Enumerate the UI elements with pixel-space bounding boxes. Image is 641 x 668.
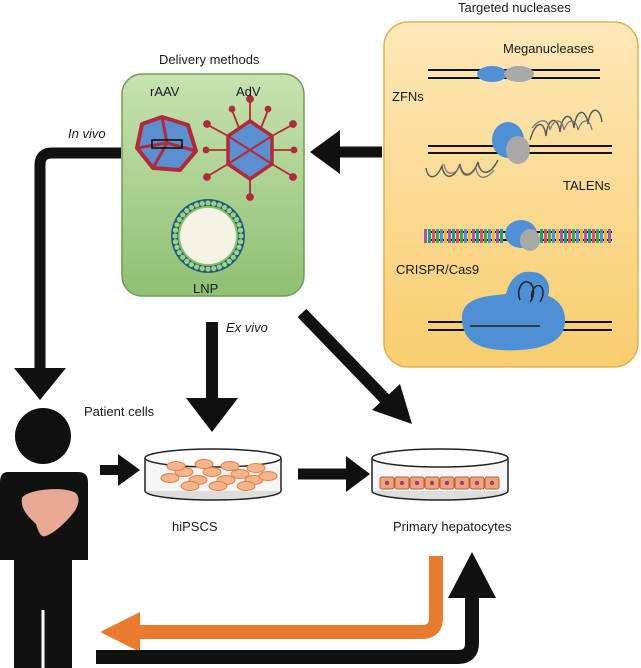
primary-hepatocytes-dish <box>371 448 509 501</box>
crispr-label: CRISPR/Cas9 <box>396 262 480 277</box>
arrow-ex-vivo-down <box>186 322 238 432</box>
lnp-label: LNP <box>193 281 219 296</box>
hipscs-label: hiPSCS <box>172 519 218 534</box>
in-vivo-label: In vivo <box>68 126 106 141</box>
cas9-icon <box>428 271 612 351</box>
lnp-icon <box>171 199 245 273</box>
zfns-label: ZFNs <box>392 89 424 104</box>
delivery-methods-title: Delivery methods <box>159 52 260 67</box>
black-return-arrow <box>96 552 496 664</box>
meganuclease-icon <box>428 66 600 82</box>
hipsc-dish <box>144 448 282 501</box>
arrow-hipsc-to-hepatocytes <box>298 456 370 492</box>
meganucleases-label: Meganucleases <box>503 41 595 56</box>
orange-return-arrow <box>100 556 443 652</box>
primary-hepatocytes-label: Primary hepatocytes <box>393 519 512 534</box>
adv-label: AdV <box>236 84 261 99</box>
patient-cells-label: Patient cells <box>84 404 155 419</box>
talens-label: TALENs <box>563 178 611 193</box>
adv-capsid-icon <box>202 95 298 201</box>
liver-icon <box>21 489 79 537</box>
arrow-delivery-to-hepatocytes <box>297 308 412 424</box>
talen-icon <box>425 109 612 178</box>
targeted-nucleases-panel <box>383 21 639 368</box>
raav-capsid-icon <box>135 115 198 172</box>
arrow-in-vivo <box>14 147 121 400</box>
arrow-nucleases-to-delivery <box>310 130 382 174</box>
patient-figure <box>0 408 88 668</box>
raav-label: rAAV <box>150 84 180 99</box>
ex-vivo-label: Ex vivo <box>226 320 268 335</box>
crispr-guide-icon <box>424 220 612 251</box>
targeted-nucleases-title: Targeted nucleases <box>458 0 571 15</box>
arrow-patient-to-dish <box>100 454 140 486</box>
